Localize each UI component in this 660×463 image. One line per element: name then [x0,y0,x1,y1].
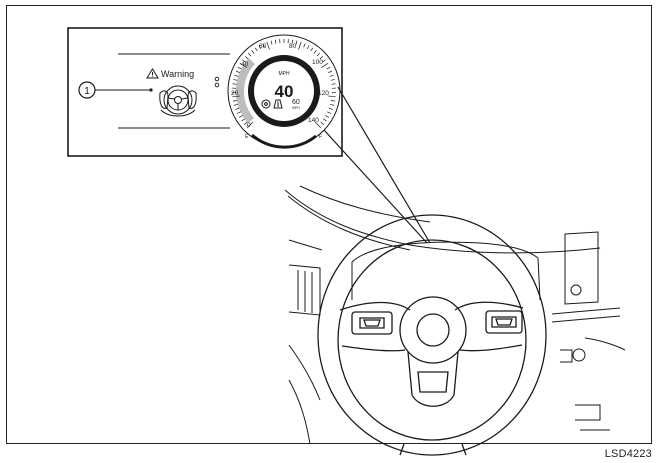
indicator-dot [214,82,220,88]
gauge-tick [241,118,246,122]
tick-label-60: 60 [259,43,267,50]
svg-text:E: E [245,134,249,140]
gauge-tick [239,63,247,68]
gauge-tick [244,56,249,60]
tick-label-20: 20 [231,90,239,97]
gauge-tick [330,103,335,106]
gauge-tick [236,111,241,114]
speed-unit: MPH [278,71,290,77]
gauge-tick [233,103,238,106]
warning-label: Warning [161,69,194,79]
cruise-assist-icon [261,99,283,109]
gauge-tick [235,107,240,110]
gauge-tick [235,70,240,73]
tick-label-140: 140 [308,117,319,124]
gauge-tick-marks [232,39,336,129]
inset-panel: 1 Warning [67,27,343,157]
gauge-tick [322,59,326,63]
gauge-tick [330,79,335,81]
gauge-tick [327,95,336,98]
gauge-tick [244,121,248,125]
gauge-tick [327,111,332,114]
callout-number: 1 [84,86,90,97]
left-spoke-switch [351,311,393,335]
gauge-tick [328,107,333,110]
svg-text:F: F [319,134,322,140]
hands-on-wheel-icon [159,85,197,117]
set-speed: 60 [292,99,300,106]
current-speed: 40 [275,82,294,101]
speedometer: 0 20 40 60 80 100 120 140 MPH 40 60 MPH [227,34,341,149]
figure-code: LSD4223 [604,448,652,460]
gauge-tick [321,63,329,68]
gauge-tick [314,121,322,129]
gauge-tick [295,40,298,45]
gauge-tick [298,41,302,50]
gauge-tick [254,47,258,52]
indicator-dot [214,76,220,82]
gauge-tick [232,83,237,85]
warning-message: Warning [146,68,194,79]
gauge-tick [331,83,336,85]
tick-label-0: 0 [247,122,251,129]
gauge-tick [325,115,329,118]
gauge-tick [237,66,242,70]
gauge-tick [233,79,238,81]
gauge-tick [322,118,327,122]
gauge-tick [234,74,239,77]
gauge-tick [310,47,314,52]
tick-label-80: 80 [289,43,297,50]
gauge-tick [306,45,310,50]
gauge-tick [232,95,241,98]
gauge-tick [331,100,336,102]
set-speed-unit: MPH [292,106,300,110]
gauge-tick [326,66,331,70]
gauge-tick [329,74,334,77]
gauge-tick [291,39,294,44]
gauge-tick [313,50,317,54]
dashboard-drawing [284,185,626,445]
gauge-tick [303,43,306,48]
gauge-tick [266,41,270,50]
gauge-tick [232,100,237,102]
gauge-tick [319,56,324,60]
gauge-tick [251,50,255,54]
tick-label-120: 120 [318,90,329,97]
gauge-tick [270,40,273,45]
right-spoke-switch [485,310,523,334]
gauge-tick [328,70,333,73]
gauge-tick [246,121,254,129]
steering-wheel [317,214,547,456]
gauge-tick [248,52,252,57]
callout-1: 1 [78,81,153,99]
tick-label-40: 40 [241,61,249,68]
tick-labels: 0 20 40 60 80 100 120 140 [231,43,329,129]
gauge-tick [258,45,262,50]
figure-frame [6,5,652,444]
gauge-tick [239,115,243,118]
gauge-tick [262,43,265,48]
gauge-tick [274,39,277,44]
gauge-tick [320,121,324,125]
gauge-tick [316,52,320,57]
warning-triangle-icon [146,68,159,79]
tick-label-100: 100 [312,59,323,66]
gauge-tick [242,59,246,63]
